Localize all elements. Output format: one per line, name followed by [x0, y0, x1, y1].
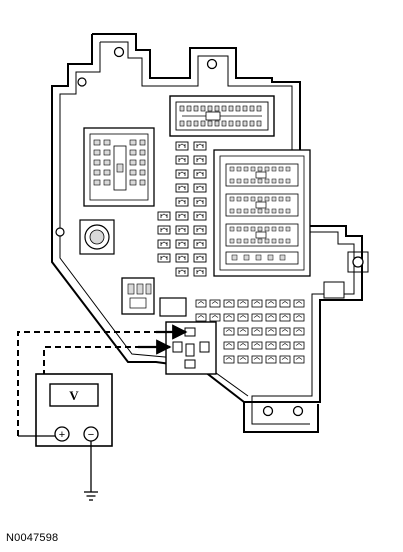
right-connector-block	[213, 149, 311, 277]
probe-leads	[17, 324, 188, 436]
meter-display	[49, 383, 99, 407]
top-connector	[169, 95, 275, 137]
left-connector-block	[83, 127, 155, 207]
voltmeter: V + −	[35, 373, 113, 447]
figure-id: N0047598	[6, 532, 59, 544]
ground-symbol-icon	[84, 491, 98, 501]
negative-terminal-label: −	[88, 429, 94, 441]
positive-terminal-label: +	[59, 429, 65, 441]
mounting-holes	[55, 46, 369, 417]
relay-cover	[159, 297, 187, 317]
fuse-columns-middle	[157, 141, 207, 277]
round-component	[79, 219, 115, 255]
small-relay	[121, 277, 155, 315]
relay-under-test	[165, 321, 217, 375]
meter-display-label: V	[69, 388, 79, 403]
positive-terminal	[54, 426, 70, 442]
side-tab	[323, 281, 345, 299]
